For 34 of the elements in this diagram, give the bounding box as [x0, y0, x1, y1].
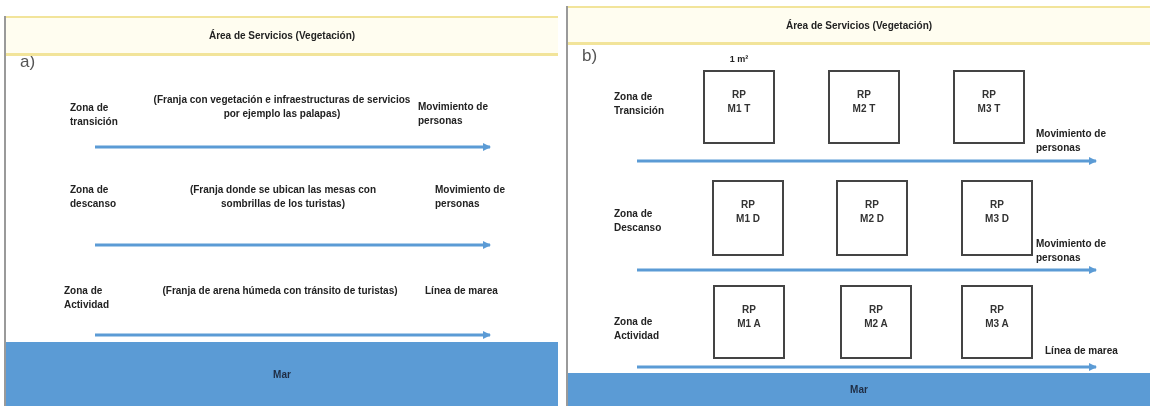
- sampling-plot-box: RP M1 A: [713, 285, 785, 359]
- sampling-plot-box: RP M3 D: [961, 180, 1033, 256]
- sea-band: [6, 342, 558, 406]
- sampling-plot-box: RP M2 T: [828, 70, 900, 144]
- movement-label: Movimiento de personas: [418, 100, 489, 127]
- zone-label: Zona de Transición: [614, 90, 665, 117]
- panel-letter: b): [582, 46, 598, 66]
- movement-label: Línea de marea: [1045, 344, 1119, 358]
- service-area-band: Área de Servicios (Vegetación): [6, 16, 558, 56]
- sampling-plot-box: RP M1 T: [703, 70, 775, 144]
- sea-label: Mar: [850, 384, 868, 395]
- zone-panel: [4, 16, 558, 406]
- sampling-plot-box: RP M2 D: [836, 180, 908, 256]
- zone-panel: [566, 6, 1150, 406]
- movement-label: Movimiento de personas: [1036, 237, 1107, 264]
- sampling-plot-box: RP M3 A: [961, 285, 1033, 359]
- sampling-plot-box: RP M3 T: [953, 70, 1025, 144]
- zone-label: Zona de Actividad: [614, 315, 660, 342]
- service-area-band: Área de Servicios (Vegetación): [568, 6, 1150, 45]
- zone-label: Zona de transición: [70, 101, 119, 128]
- sampling-plot-box: RP M1 D: [712, 180, 784, 256]
- movement-label: Movimiento de personas: [1036, 127, 1107, 154]
- area-label: 1 m²: [729, 54, 749, 64]
- movement-label: Movimiento de personas: [435, 183, 506, 210]
- zone-description: (Franja donde se ubican las mesas con sombrillas de los turistas): [188, 183, 378, 210]
- zone-label: Zona de Actividad: [64, 284, 110, 311]
- movement-label: Línea de marea: [425, 284, 499, 298]
- zone-description: (Franja con vegetación e infraestructuras de servicios por ejemplo las palapas): [152, 93, 412, 120]
- sea-label: Mar: [273, 368, 291, 380]
- zone-description: (Franja de arena húmeda con tránsito de turistas): [161, 284, 399, 298]
- sea-band: [568, 373, 1150, 406]
- zone-label: Zona de Descanso: [614, 207, 663, 234]
- zone-label: Zona de descanso: [70, 183, 118, 210]
- sampling-plot-box: RP M2 A: [840, 285, 912, 359]
